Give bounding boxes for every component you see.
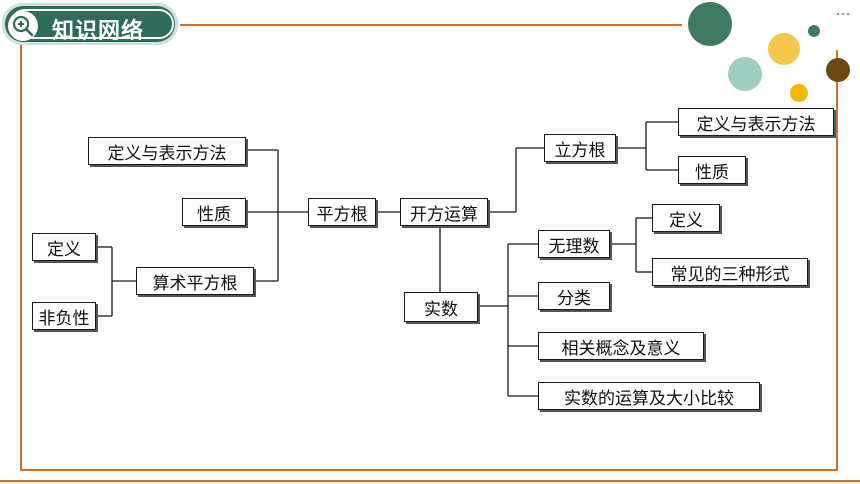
node-definition-right: 定义与表示方法 <box>678 108 834 136</box>
node-non-negativity: 非负性 <box>32 302 96 330</box>
decor-dot <box>790 84 808 102</box>
decor-dot <box>728 57 762 91</box>
node-definition-irrational: 定义 <box>652 204 720 232</box>
node-arithmetic-square-root: 算术平方根 <box>136 267 254 295</box>
node-irrational: 无理数 <box>538 230 610 258</box>
node-property-right: 性质 <box>678 156 746 184</box>
decor-dot <box>826 58 850 82</box>
screen-bottom-line <box>0 480 860 482</box>
node-classification: 分类 <box>538 282 610 310</box>
section-badge: 知识网络 <box>2 3 178 45</box>
node-three-forms: 常见的三种形式 <box>652 258 808 286</box>
node-concepts: 相关概念及意义 <box>538 332 704 360</box>
node-real-numbers: 实数 <box>404 292 478 322</box>
frame-bottom-line <box>20 469 838 471</box>
node-definition-small: 定义 <box>32 233 96 261</box>
node-operations: 实数的运算及大小比较 <box>538 382 760 410</box>
node-cube-root: 立方根 <box>544 134 616 162</box>
frame-top-line <box>180 24 682 26</box>
decor-dot <box>808 25 820 37</box>
section-title: 知识网络 <box>52 19 145 44</box>
node-definition-left: 定义与表示方法 <box>88 137 246 165</box>
node-square-root: 平方根 <box>308 198 376 226</box>
node-property-left: 性质 <box>182 198 246 226</box>
zoom-in-icon <box>8 11 38 41</box>
more-dots-icon <box>836 12 850 16</box>
decor-dot <box>688 2 732 46</box>
frame-left-line <box>20 40 22 470</box>
frame-right-line <box>836 50 838 470</box>
node-root-extraction: 开方运算 <box>400 198 488 226</box>
decor-dot <box>768 33 800 65</box>
